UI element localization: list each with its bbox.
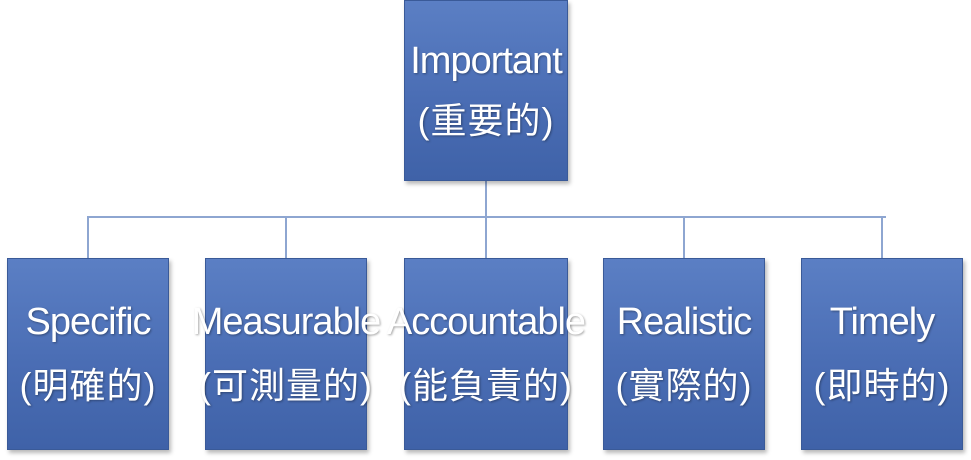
child-label-zh: (明確的) <box>19 365 157 407</box>
child-label-zh: (能負責的) <box>399 365 573 407</box>
horizontal-bus-connector <box>88 216 886 218</box>
child-label-en: Timely <box>829 301 935 344</box>
child-node-measurable: Measurable (可測量的) <box>192 258 381 450</box>
child-label-zh: (可測量的) <box>199 365 373 407</box>
child-node-specific: Specific (明確的) <box>7 258 169 450</box>
branch-connector-realistic <box>683 216 685 258</box>
branch-connector-timely <box>881 216 883 258</box>
root-node-important: Important (重要的) <box>404 0 568 181</box>
child-label-zh: (即時的) <box>813 365 951 407</box>
child-label-en: Accountable <box>386 301 586 344</box>
child-label-en: Realistic <box>616 301 753 344</box>
child-node-realistic: Realistic (實際的) <box>603 258 765 450</box>
root-stem-connector <box>485 181 487 217</box>
branch-connector-measurable <box>285 216 287 258</box>
branch-connector-accountable <box>485 216 487 258</box>
child-node-timely: Timely (即時的) <box>801 258 963 450</box>
root-label-en: Important <box>410 39 563 82</box>
child-label-en: Specific <box>25 301 151 344</box>
child-node-accountable: Accountable (能負責的) <box>387 258 586 450</box>
child-label-zh: (實際的) <box>615 365 753 407</box>
child-label-en: Measurable <box>191 301 382 344</box>
branch-connector-specific <box>87 216 89 258</box>
root-label-zh: (重要的) <box>417 99 555 141</box>
